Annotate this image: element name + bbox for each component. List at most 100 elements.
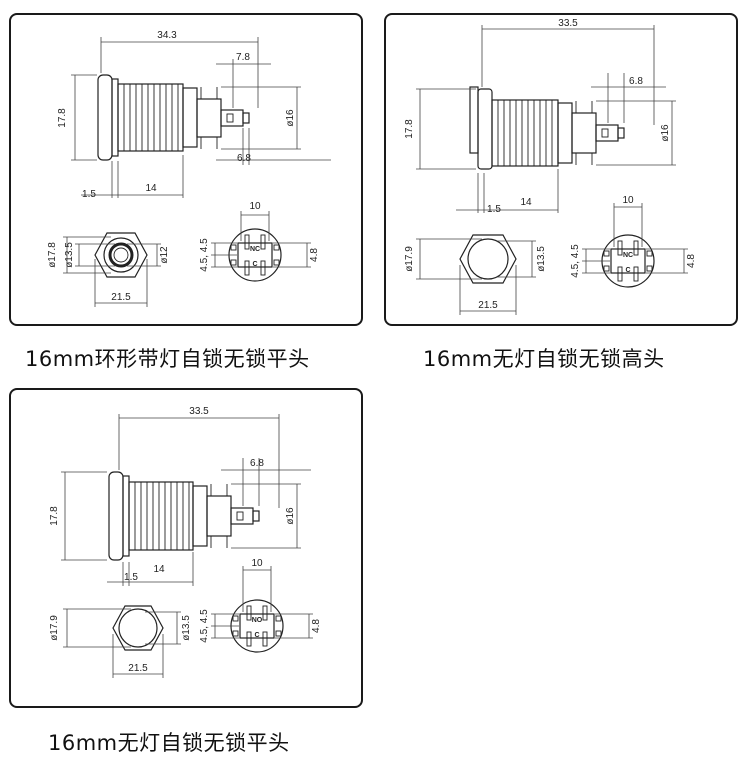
dim-pin-top: 10	[251, 558, 263, 569]
cap-circle	[467, 238, 509, 280]
dim-term-off: 6.8	[250, 458, 264, 469]
pin-c-label: C	[625, 267, 630, 274]
side-dimensions	[71, 37, 331, 198]
front-dimensions	[63, 236, 161, 307]
pin-nc-label: NC	[250, 246, 260, 253]
button-cap	[97, 74, 113, 161]
dim-pin-right: 4.8	[311, 619, 322, 633]
dim-flange: 1.5	[124, 572, 138, 583]
dim-flange: 1.5	[487, 204, 501, 215]
rear-housing	[192, 485, 208, 547]
dim-pin-top: 10	[249, 201, 261, 212]
button-cap	[108, 471, 124, 561]
dim-pin-top: 10	[622, 195, 634, 206]
hex-nut	[477, 88, 493, 170]
pin-no-label: NO	[252, 617, 263, 624]
technical-drawing-1: 34.3 7.8 17.8 ø16 6.8 14 1.5 ø17.8 ø13.5…	[47, 30, 331, 307]
terminal	[230, 507, 254, 525]
dim-overall: 33.5	[558, 18, 578, 29]
dim-hex: 21.5	[111, 292, 131, 303]
dim-term-off: 6.8	[629, 76, 643, 87]
dim-thread: 14	[520, 197, 532, 208]
terminal-base	[206, 495, 232, 537]
terminal	[595, 124, 619, 142]
side-view	[469, 86, 625, 170]
dim-height: 17.8	[57, 108, 68, 128]
pin-block	[610, 248, 646, 274]
technical-drawing-3: 33.5 6.8 17.8 ø16 14 1.5 ø17.9 ø13.5 21.…	[49, 406, 322, 678]
terminal-tip	[252, 510, 260, 522]
cap-circle	[103, 237, 139, 273]
threaded-barrel	[491, 99, 559, 167]
terminal-tip	[617, 127, 625, 139]
rear-housing	[182, 87, 198, 148]
rear-housing	[557, 102, 573, 164]
hex-nut	[122, 475, 130, 557]
dim-term-off: 6.8	[237, 153, 251, 164]
dim-dia: ø16	[660, 124, 671, 142]
rear-dimensions	[211, 211, 311, 268]
pin-c-label: C	[252, 261, 257, 268]
terminal-hole	[236, 511, 244, 521]
pin-c-label: C	[254, 632, 259, 639]
terminal-hole	[601, 128, 609, 138]
dim-ring-dia: ø12	[159, 246, 170, 264]
threaded-barrel	[117, 83, 184, 152]
front-view	[94, 232, 148, 278]
thread-lines	[123, 84, 179, 151]
drawing-panel-ring-led-flat: 34.3 7.8 17.8 ø16 6.8 14 1.5 ø17.8 ø13.5…	[9, 13, 363, 326]
dim-pin-left: 4.5, 4.5	[199, 609, 210, 643]
pin-nc-label: NC	[623, 252, 633, 259]
dim-hex: 21.5	[478, 300, 498, 311]
side-dimensions	[61, 414, 311, 586]
dim-term-len: 7.8	[236, 52, 250, 63]
terminal	[220, 109, 244, 127]
front-view	[112, 605, 164, 651]
front-dimensions	[416, 238, 536, 315]
hex-outline	[459, 234, 517, 284]
technical-drawing-2: 33.5 6.8 17.8 ø16 14 1.5 ø17.9 ø13.5 21.…	[404, 18, 697, 315]
side-dimensions	[416, 25, 676, 213]
dim-hex: 21.5	[128, 663, 148, 674]
dim-ring-outer: ø17.8	[47, 242, 58, 268]
caption-no-led-flat: 16mm无灯自锁无锁平头	[48, 731, 290, 755]
rear-dimensions	[582, 203, 688, 274]
dim-pin-left: 4.5, 4.5	[570, 244, 581, 278]
dim-height: 17.8	[49, 506, 60, 526]
dim-thread: 14	[145, 183, 157, 194]
terminal-base	[196, 98, 222, 138]
front-dimensions	[63, 608, 181, 678]
rear-view	[230, 599, 284, 653]
terminal-base	[571, 112, 597, 154]
dim-pin-right: 4.8	[309, 248, 320, 262]
drawing-panel-no-led-high: 33.5 6.8 17.8 ø16 14 1.5 ø17.9 ø13.5 21.…	[384, 13, 738, 326]
inner-circle	[113, 247, 129, 263]
dim-pin-right: 4.8	[686, 254, 697, 268]
dim-flange: 1.5	[82, 189, 96, 200]
front-view	[459, 234, 517, 284]
dim-height: 17.8	[404, 119, 415, 139]
terminal-tip	[242, 112, 250, 124]
caption-ring-led-flat: 16mm环形带灯自锁无锁平头	[25, 347, 310, 371]
side-view	[108, 471, 260, 561]
button-cap	[469, 86, 479, 154]
side-view	[97, 74, 250, 161]
dim-ring-inner: ø13.5	[181, 615, 192, 641]
drawing-panel-no-led-flat: 33.5 6.8 17.8 ø16 14 1.5 ø17.9 ø13.5 21.…	[9, 388, 363, 708]
caption-no-led-high: 16mm无灯自锁无锁高头	[423, 347, 665, 371]
pin-block	[239, 613, 275, 639]
rear-dimensions	[211, 566, 313, 639]
dim-thread: 14	[153, 564, 165, 575]
hex-outline	[94, 232, 148, 278]
hex-outline	[112, 605, 164, 651]
dim-ring-outer: ø17.9	[49, 615, 60, 641]
dim-dia: ø16	[285, 507, 296, 525]
thread-lines	[134, 482, 190, 550]
pin-block	[237, 242, 273, 268]
dim-ring-outer: ø17.9	[404, 246, 415, 272]
dim-ring-inner: ø13.5	[536, 246, 547, 272]
dim-pin-left: 4.5, 4.5	[199, 238, 210, 272]
cap-circle	[118, 608, 158, 648]
dim-dia: ø16	[285, 109, 296, 127]
dim-ring-inner: ø13.5	[64, 242, 75, 268]
